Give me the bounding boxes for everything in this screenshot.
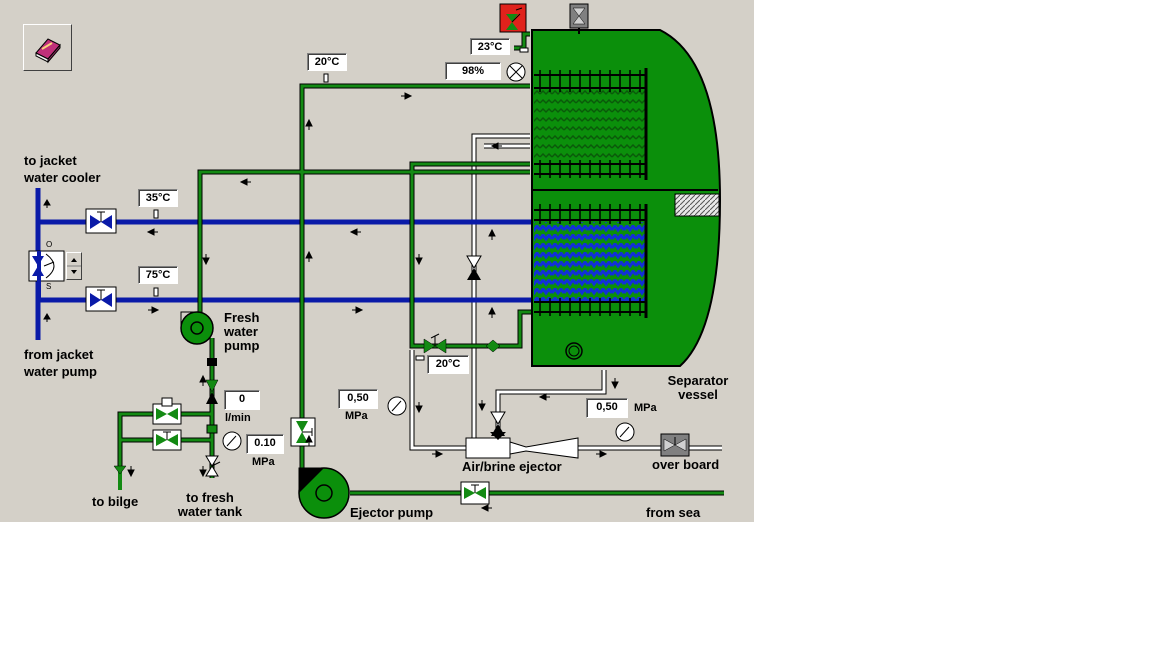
fresh-water-recirc-valve[interactable]	[152, 429, 182, 451]
jacket-bypass-valve[interactable]	[28, 250, 65, 282]
fresh-water-pump[interactable]	[180, 311, 214, 345]
temperature-sensor-icons	[153, 73, 425, 361]
overboard-pressure-gauge-icon	[615, 422, 635, 442]
jacket-out-temp-readout: 35°C	[138, 189, 178, 207]
help-book-icon	[35, 38, 61, 64]
to-bilge-label: to bilge	[92, 494, 139, 509]
fw-pressure-gauge-icon	[222, 431, 242, 451]
valve-shut-mark: S	[46, 282, 52, 291]
ejector-pump[interactable]	[298, 467, 350, 519]
jacket-outlet-valve[interactable]	[85, 208, 117, 234]
to-fresh-water-tank-label-2: water tank	[177, 504, 243, 519]
humidity-gauge-icon	[506, 62, 526, 82]
ejector-pump-suction-valve[interactable]	[290, 417, 316, 447]
overboard-pressure-unit: MPa	[634, 402, 657, 414]
fw-pressure-readout: 0.10	[246, 434, 284, 454]
ejector-pressure-gauge-icon	[387, 396, 407, 416]
bilge-funnel-icon	[113, 465, 127, 475]
fresh-water-pump-label-1: Fresh	[224, 310, 260, 325]
bypass-spinner[interactable]	[66, 252, 82, 280]
help-button[interactable]	[23, 24, 72, 71]
seawater-regulating-valve[interactable]	[423, 333, 501, 354]
vessel-temp-sensor	[519, 47, 529, 53]
flow-readout: 0	[224, 390, 260, 410]
jacket-in-temp-readout: 75°C	[138, 266, 178, 284]
process-diagram	[28, 3, 724, 519]
condenser-tube-stubs	[539, 70, 641, 178]
air-brine-ejector	[465, 432, 579, 459]
seawater-check-valve	[466, 255, 482, 280]
demister-pad	[674, 193, 720, 217]
fresh-water-check-valve	[205, 358, 219, 404]
fw-pressure-unit: MPa	[252, 456, 275, 468]
ejector-pressure-readout: 0,50	[338, 389, 378, 409]
ejector-pressure-unit: MPa	[345, 410, 368, 422]
overboard-valve[interactable]	[660, 433, 690, 457]
fresh-water-generator-panel: 23°C 98% 20°C 35°C 75°C 20°C 0 l/min 0.1…	[0, 0, 754, 522]
vacuum-breaker-valve[interactable]	[499, 3, 527, 33]
air-vent-valve[interactable]	[569, 3, 589, 34]
to-fresh-water-tank-label-1: to fresh	[186, 490, 234, 505]
from-jacket-water-pump-label-2: water pump	[24, 364, 97, 379]
from-sea-label: from sea	[646, 505, 701, 520]
to-jacket-water-cooler-label-2: water cooler	[24, 170, 101, 185]
over-board-label: over board	[652, 457, 720, 472]
from-jacket-water-pump-label-1: from jacket	[24, 347, 94, 362]
sight-glass-icon	[565, 342, 583, 360]
flow-unit: l/min	[225, 412, 251, 424]
sea-suction-valve[interactable]	[460, 481, 490, 505]
spinner-arrows-icon	[67, 258, 81, 274]
air-brine-ejector-label: Air/brine ejector	[462, 459, 562, 474]
vessel-temp-readout: 23°C	[470, 38, 510, 55]
vessel-humidity-readout: 98%	[445, 62, 501, 80]
ejector-check-valve	[490, 411, 506, 436]
flow-arrows	[43, 92, 619, 512]
separator-vessel	[531, 29, 722, 367]
overboard-pressure-readout: 0,50	[586, 398, 628, 418]
jacket-inlet-valve[interactable]	[85, 286, 117, 312]
fresh-water-tank-valve[interactable]	[205, 455, 221, 477]
flow-meter-body	[206, 424, 218, 434]
separator-vessel-label-1: Separator	[667, 373, 729, 388]
evaporator-tube-stubs	[539, 204, 641, 316]
to-jacket-water-cooler-label-1: to jacket	[24, 153, 77, 168]
valve-open-mark: O	[46, 240, 53, 249]
fresh-water-pump-label-2: water	[224, 324, 258, 339]
ejector-pump-label: Ejector pump	[350, 505, 434, 520]
separator-vessel-label-2: vessel	[678, 387, 718, 402]
fresh-line-temp-readout: 20°C	[307, 53, 347, 71]
bilge-discharge-valve[interactable]	[152, 397, 182, 425]
fresh-water-pump-label-3: pump	[224, 338, 260, 353]
seawater-temp-readout: 20°C	[427, 355, 469, 374]
